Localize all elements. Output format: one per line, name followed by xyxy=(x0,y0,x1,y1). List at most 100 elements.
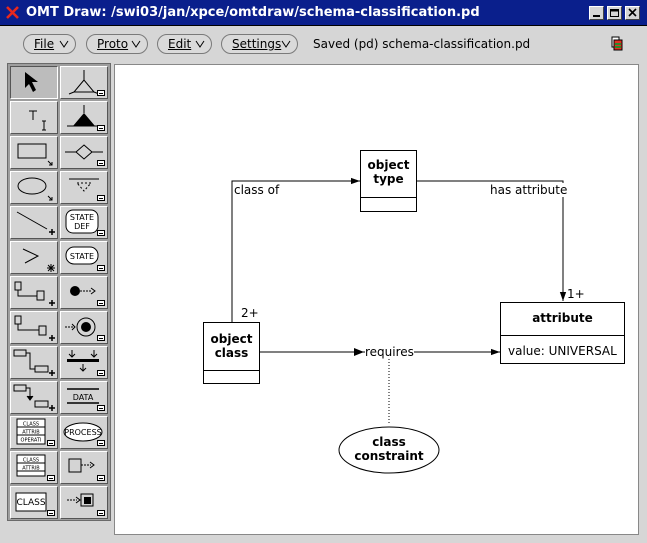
text-tool[interactable] xyxy=(10,101,58,134)
has-attribute-label[interactable]: has attribute xyxy=(490,183,568,197)
box-tool[interactable] xyxy=(10,136,58,169)
class-full-icon: CLASS ATTRIB OPERATI xyxy=(16,418,46,445)
window-title: OMT Draw: /swi03/jan/xpce/omtdraw/schema… xyxy=(26,5,480,20)
submenu-indicator-icon xyxy=(97,370,105,376)
svg-text:STATE: STATE xyxy=(70,252,94,261)
class-of-connection xyxy=(231,177,360,322)
class-full-tool[interactable]: CLASS ATTRIB OPERATI xyxy=(10,416,58,449)
select-arrow-icon xyxy=(25,72,38,92)
node-divider xyxy=(204,370,259,371)
maximize-icon xyxy=(610,9,619,17)
object-type-class[interactable]: object type xyxy=(360,150,417,212)
submenu-indicator-icon xyxy=(97,405,105,411)
submenu-indicator-icon xyxy=(97,125,105,131)
settings-menu[interactable]: Settings xyxy=(221,34,298,54)
final-state-tool[interactable] xyxy=(60,311,108,344)
stair-link-tool[interactable] xyxy=(10,346,58,379)
dashed-triangle-icon xyxy=(69,178,99,192)
sync-bar-tool[interactable] xyxy=(60,346,108,379)
text-tool-icon xyxy=(29,110,46,131)
state-def-icon: STATE DEF xyxy=(65,209,99,234)
ellipse-tool[interactable] xyxy=(10,171,58,204)
connect-boxes-tool[interactable] xyxy=(10,276,58,309)
arrow-to-square-icon xyxy=(67,493,94,507)
class-constraint-ellipse[interactable] xyxy=(337,425,441,475)
submenu-indicator-icon xyxy=(47,510,55,516)
association-diamond-tool[interactable] xyxy=(60,136,108,169)
svg-text:OPERATI: OPERATI xyxy=(21,438,42,444)
modified-indicator-icon[interactable] xyxy=(609,36,625,52)
node-name: object type xyxy=(367,158,410,186)
select-tool[interactable] xyxy=(10,66,58,99)
sync-bar-icon xyxy=(67,350,99,372)
path-tool[interactable] xyxy=(10,241,58,274)
close-button[interactable] xyxy=(625,6,640,20)
state-tool[interactable]: STATE xyxy=(60,241,108,274)
submenu-indicator-icon xyxy=(97,230,105,236)
submenu-indicator-icon xyxy=(97,90,105,96)
link-boxes-tool[interactable] xyxy=(10,311,58,344)
submenu-indicator-icon xyxy=(97,440,105,446)
object-class-class[interactable]: object class xyxy=(203,322,260,384)
chevron-down-icon xyxy=(281,40,291,48)
save-status: Saved (pd) schema-classification.pd xyxy=(313,37,531,51)
initial-state-tool[interactable] xyxy=(60,276,108,309)
file-menu[interactable]: File xyxy=(23,34,76,54)
arrow-to-square-tool[interactable] xyxy=(60,486,108,519)
multiplicity-object-class: 2+ xyxy=(241,306,259,320)
requires-label[interactable]: requires xyxy=(365,345,414,359)
svg-text:STATE: STATE xyxy=(70,213,94,222)
process-tool[interactable]: PROCESS xyxy=(60,416,108,449)
close-icon xyxy=(628,8,637,17)
data-store-icon: DATA xyxy=(67,388,99,404)
path-tool-icon xyxy=(22,248,55,272)
data-store-tool[interactable]: DATA xyxy=(60,381,108,414)
submenu-indicator-icon xyxy=(97,195,105,201)
connect-boxes-icon xyxy=(14,281,55,306)
svg-text:CLASS: CLASS xyxy=(16,498,45,508)
filled-generalization-tool[interactable] xyxy=(60,101,108,134)
class-of-label[interactable]: class of xyxy=(234,183,280,197)
requires-mid-arrow xyxy=(354,348,364,356)
box-arrow-tool[interactable] xyxy=(60,451,108,484)
svg-text:CLASS: CLASS xyxy=(23,458,39,464)
minimize-icon xyxy=(593,15,600,17)
submenu-indicator-icon xyxy=(97,475,105,481)
class-tool[interactable]: CLASS xyxy=(10,486,58,519)
box-tool-icon xyxy=(17,143,53,166)
proto-menu[interactable]: Proto xyxy=(86,34,148,54)
dashed-triangle-tool[interactable] xyxy=(60,171,108,204)
attribute-class[interactable]: attribute value: UNIVERSAL xyxy=(500,302,625,364)
minimize-button[interactable] xyxy=(589,6,604,20)
line-tool-icon xyxy=(16,211,55,235)
ellipse-tool-icon xyxy=(17,177,53,201)
drawing-canvas[interactable]: object type object class attribute value… xyxy=(114,64,639,535)
svg-text:CLASS: CLASS xyxy=(23,422,39,428)
node-divider xyxy=(361,197,416,198)
chevron-down-icon xyxy=(195,40,205,48)
class-icon: CLASS xyxy=(15,492,47,512)
final-state-icon xyxy=(65,317,96,337)
class-attrib-tool[interactable]: CLASS ATTRIB xyxy=(10,451,58,484)
process-icon: PROCESS xyxy=(63,422,103,442)
line-tool[interactable] xyxy=(10,206,58,239)
stair-link-icon xyxy=(13,349,55,376)
tool-palette: STATE DEF STATE xyxy=(7,63,111,521)
submenu-indicator-icon xyxy=(47,440,55,446)
submenu-indicator-icon xyxy=(97,510,105,516)
node-name: attribute xyxy=(532,311,593,325)
stair-arrow-icon xyxy=(13,384,55,411)
filled-generalization-icon xyxy=(67,105,101,127)
generalization-tool[interactable] xyxy=(60,66,108,99)
x-logo-icon xyxy=(6,6,19,19)
state-def-tool[interactable]: STATE DEF xyxy=(60,206,108,239)
stair-arrow-tool[interactable] xyxy=(10,381,58,414)
multiplicity-attribute: 1+ xyxy=(567,287,585,301)
maximize-button[interactable] xyxy=(607,6,622,20)
submenu-indicator-icon xyxy=(97,160,105,166)
menu-bar: File Proto Edit Settings Saved (pd) sche… xyxy=(0,26,647,62)
state-icon: STATE xyxy=(65,246,99,265)
window-titlebar[interactable]: OMT Draw: /swi03/jan/xpce/omtdraw/schema… xyxy=(0,0,647,26)
edit-menu[interactable]: Edit xyxy=(157,34,212,54)
submenu-indicator-icon xyxy=(47,475,55,481)
